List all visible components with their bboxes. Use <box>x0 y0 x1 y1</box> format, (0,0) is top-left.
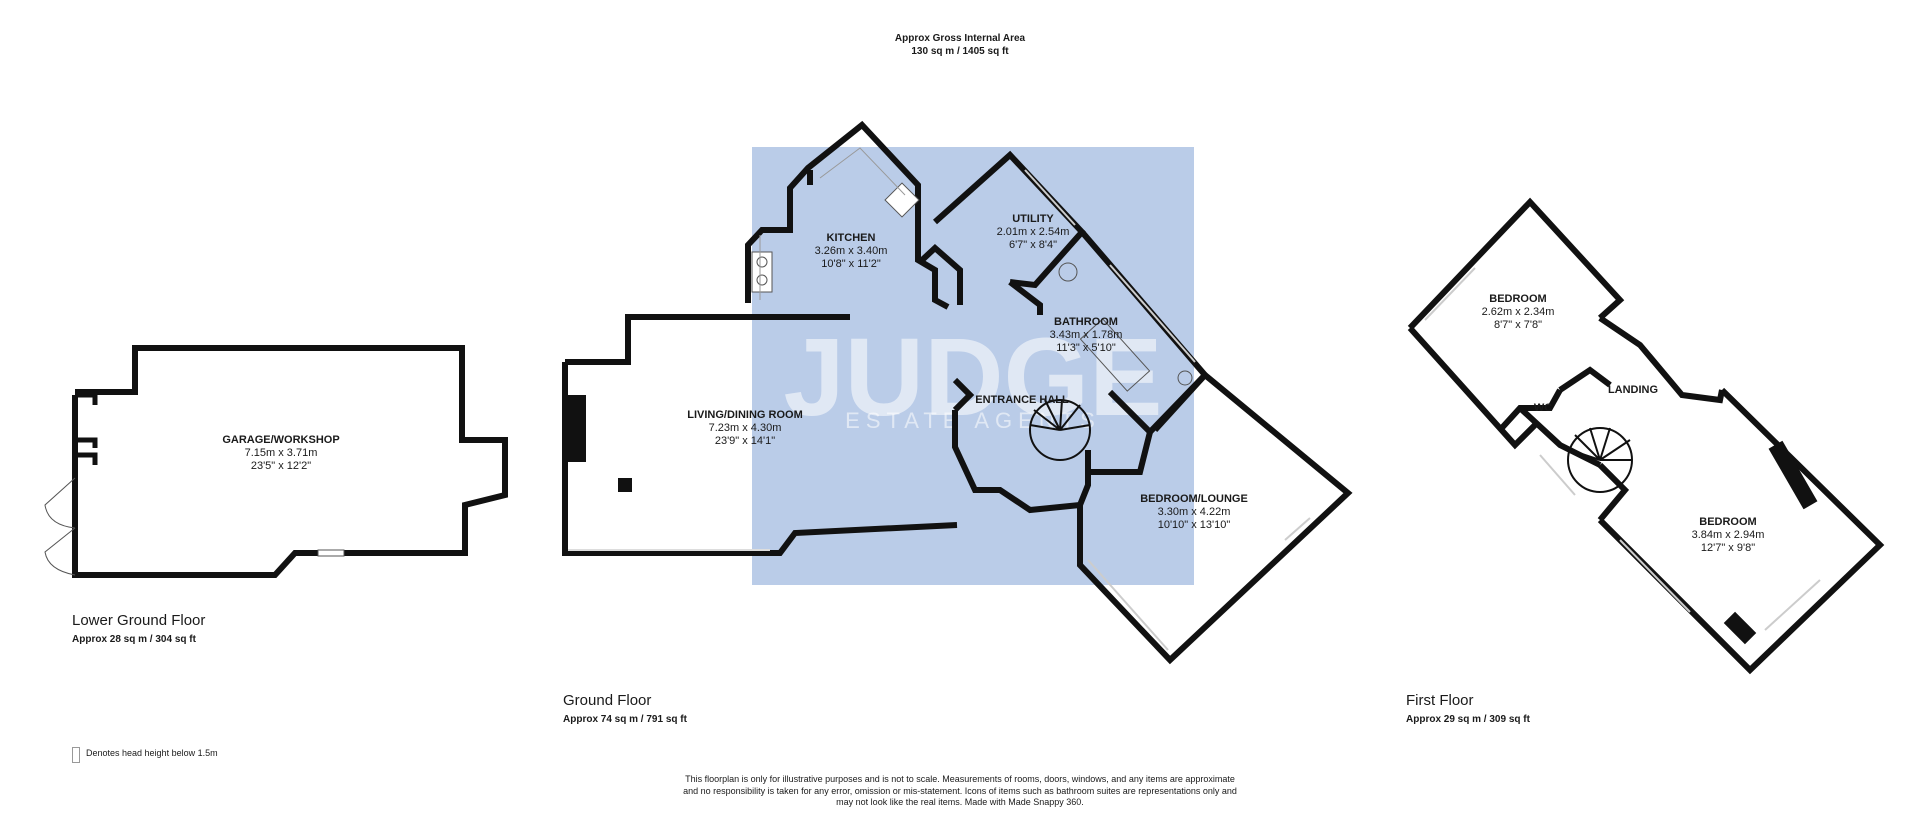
legend-text: Denotes head height below 1.5m <box>86 748 218 758</box>
room-label-garage: GARAGE/WORKSHOP 7.15m x 3.71m 23'5" x 12… <box>206 434 356 474</box>
room-name: ENTRANCE HALL <box>975 394 1069 406</box>
ground-spiral-stair <box>1029 399 1091 461</box>
disclaimer-line-3: may not look like the real items. Made w… <box>836 797 1084 808</box>
room-label-kitchen: KITCHEN 3.26m x 3.40m 10'8" x 11'2" <box>796 232 906 272</box>
room-label-bedroom-small: BEDROOM 2.62m x 2.34m 8'7" x 7'8" <box>1473 293 1563 333</box>
gross-area-value: 130 sq m / 1405 sq ft <box>911 46 1009 57</box>
room-label-wc: WC <box>1528 402 1558 415</box>
room-imperial: 23'5" x 12'2" <box>250 460 312 473</box>
room-label-bedroom-lounge: BEDROOM/LOUNGE 3.30m x 4.22m 10'10" x 13… <box>1134 493 1254 533</box>
bath-tub <box>1079 318 1151 392</box>
room-name: WC <box>1533 402 1553 414</box>
garage-window <box>317 549 345 557</box>
column-block <box>618 478 632 492</box>
lower-ground-floor-plan <box>72 345 508 578</box>
first-floor-eaves-block <box>1768 440 1818 510</box>
legend-swatch <box>72 747 80 763</box>
svg-text:JUDGE: JUDGE <box>784 316 1163 439</box>
room-metric: 2.62m x 2.34m <box>1481 306 1555 319</box>
toilet <box>1058 262 1078 282</box>
room-imperial: 11'3" x 5'10" <box>1056 342 1116 355</box>
room-metric: 7.15m x 3.71m <box>244 447 318 460</box>
room-metric: 7.23m x 4.30m <box>708 422 782 435</box>
basin <box>1177 370 1193 386</box>
room-name: BEDROOM/LOUNGE <box>1140 493 1248 505</box>
room-metric: 3.26m x 3.40m <box>814 245 888 258</box>
room-name: GARAGE/WORKSHOP <box>222 434 340 446</box>
room-metric: 3.84m x 2.94m <box>1691 529 1765 542</box>
floor-title-ground: Ground Floor <box>563 692 652 709</box>
disclaimer-line-2: and no responsibility is taken for any e… <box>683 785 1237 796</box>
room-imperial: 10'10" x 13'10" <box>1157 519 1231 532</box>
ground-floor-plan <box>562 120 1353 665</box>
floor-title-first: First Floor <box>1406 692 1474 709</box>
kitchen-sink <box>751 251 773 293</box>
room-label-entrance-hall: ENTRANCE HALL <box>962 394 1082 407</box>
room-label-utility: UTILITY 2.01m x 2.54m 6'7" x 8'4" <box>988 213 1078 253</box>
room-label-bathroom: BATHROOM 3.43m x 1.78m 11'3" x 5'10" <box>1036 316 1136 356</box>
room-name: LANDING <box>1607 384 1659 396</box>
room-label-bedroom-large: BEDROOM 3.84m x 2.94m 12'7" x 9'8" <box>1683 516 1773 556</box>
first-floor-spiral-stair <box>1567 427 1633 493</box>
gross-area-title: Approx Gross Internal Area <box>894 33 1026 44</box>
room-name: LIVING/DINING ROOM <box>687 409 803 421</box>
room-metric: 3.30m x 4.22m <box>1157 506 1231 519</box>
disclaimer-line-1: This floorplan is only for illustrative … <box>685 774 1235 784</box>
room-metric: 3.43m x 1.78m <box>1049 329 1123 342</box>
room-label-landing: LANDING <box>1603 384 1663 397</box>
first-floor-eaves-block-2 <box>1723 611 1757 645</box>
room-imperial: 12'7" x 9'8" <box>1700 542 1756 555</box>
floor-area-ground: Approx 74 sq m / 791 sq ft <box>563 714 687 725</box>
floor-title-lower: Lower Ground Floor <box>72 612 206 629</box>
fireplace <box>568 395 586 462</box>
room-imperial: 23'9" x 14'1" <box>714 435 776 448</box>
room-metric: 2.01m x 2.54m <box>996 226 1070 239</box>
kitchen-hob <box>884 182 920 218</box>
room-name: BEDROOM <box>1699 516 1757 528</box>
room-name: BEDROOM <box>1489 293 1547 305</box>
disclaimer: This floorplan is only for illustrative … <box>640 774 1280 809</box>
room-label-living: LIVING/DINING ROOM 7.23m x 4.30m 23'9" x… <box>680 409 810 449</box>
room-name: UTILITY <box>1012 213 1054 225</box>
room-imperial: 6'7" x 8'4" <box>1008 239 1058 252</box>
room-imperial: 8'7" x 7'8" <box>1493 319 1543 332</box>
floor-area-lower: Approx 28 sq m / 304 sq ft <box>72 634 196 645</box>
gross-area-header: Approx Gross Internal Area 130 sq m / 14… <box>860 32 1060 58</box>
watermark-logo: JUDGE ESTATE AGENTS <box>752 147 1194 585</box>
room-name: BATHROOM <box>1054 316 1118 328</box>
room-imperial: 10'8" x 11'2" <box>821 258 881 271</box>
floor-area-first: Approx 29 sq m / 309 sq ft <box>1406 714 1530 725</box>
garage-doors <box>44 477 76 576</box>
room-name: KITCHEN <box>826 232 876 244</box>
first-floor-plan <box>1407 197 1885 675</box>
